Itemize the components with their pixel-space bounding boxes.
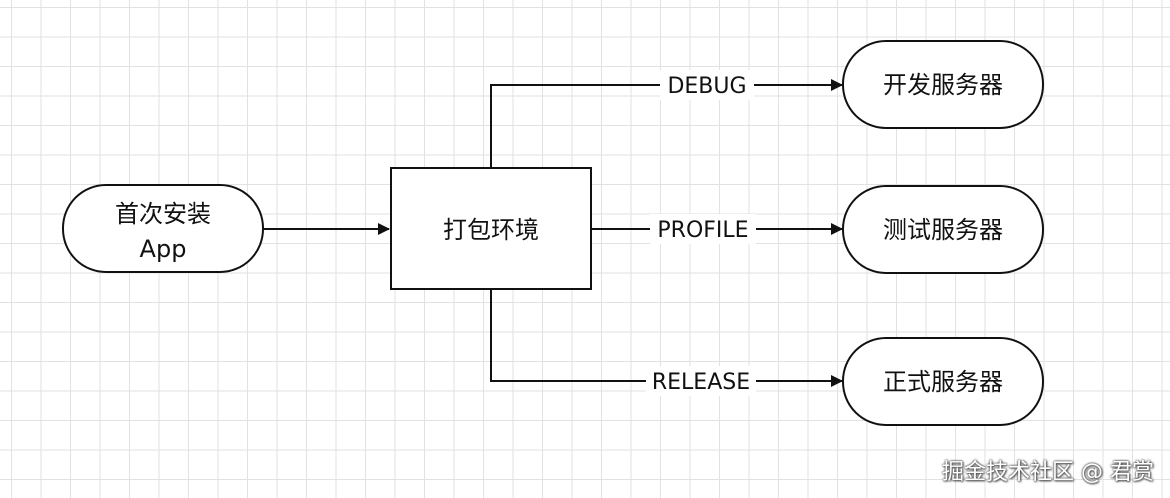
watermark: 掘金技术社区 @ 君赏 bbox=[942, 460, 1154, 485]
node-package-env-label: 打包环境 bbox=[443, 216, 539, 244]
node-prod-server-label: 正式服务器 bbox=[883, 368, 1003, 396]
node-test-server-label: 测试服务器 bbox=[883, 216, 1003, 244]
edge-label-bg-debug bbox=[660, 70, 754, 100]
node-dev-server bbox=[842, 40, 1044, 129]
node-prod-server bbox=[842, 337, 1044, 426]
node-start bbox=[62, 184, 264, 273]
node-start-label-line1: 首次安装 bbox=[115, 200, 211, 228]
edge-label-bg-release bbox=[646, 366, 756, 396]
edge-label-debug: DEBUG bbox=[667, 74, 746, 99]
node-package-env bbox=[390, 167, 592, 290]
node-dev-server-label: 开发服务器 bbox=[883, 71, 1003, 99]
node-test-server bbox=[842, 185, 1044, 274]
edge-label-profile: PROFILE bbox=[657, 218, 748, 243]
edge-label-bg-profile bbox=[650, 214, 756, 244]
edge-label-release: RELEASE bbox=[652, 370, 750, 395]
node-start-label-line2: App bbox=[140, 235, 187, 263]
